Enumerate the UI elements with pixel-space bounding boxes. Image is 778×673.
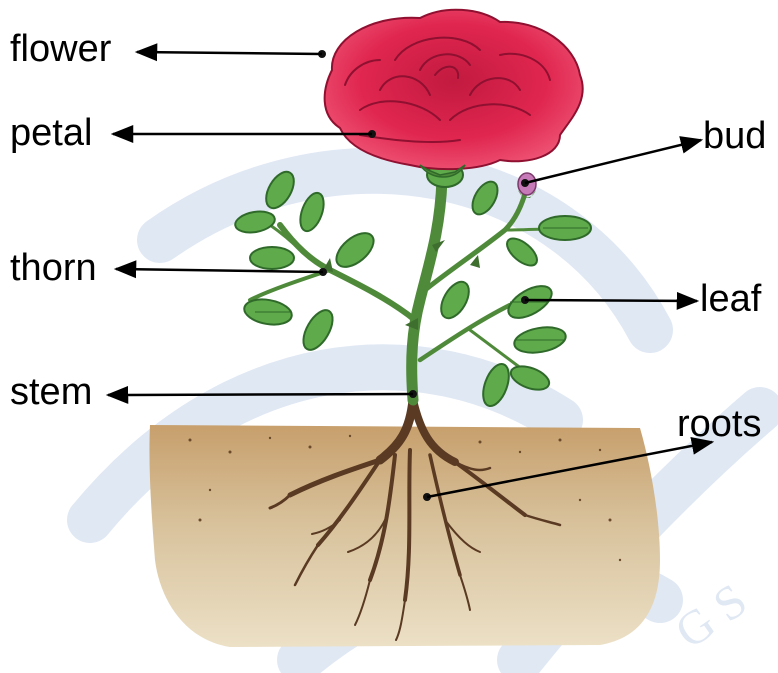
label-leaf: leaf <box>700 280 761 318</box>
watermark-text: G S <box>666 574 756 659</box>
label-bud: bud <box>703 117 766 155</box>
label-thorn: thorn <box>10 249 97 287</box>
label-stem: stem <box>10 373 92 411</box>
leaf-arrow <box>525 300 697 301</box>
flower-arrow <box>137 52 322 54</box>
label-flower: flower <box>10 30 111 68</box>
svg-text:G S: G S <box>666 574 756 659</box>
stem-arrow <box>108 394 413 395</box>
label-petal: petal <box>10 114 92 152</box>
thorn-arrow <box>116 269 323 272</box>
soil <box>149 425 660 647</box>
label-roots: roots <box>677 405 761 443</box>
